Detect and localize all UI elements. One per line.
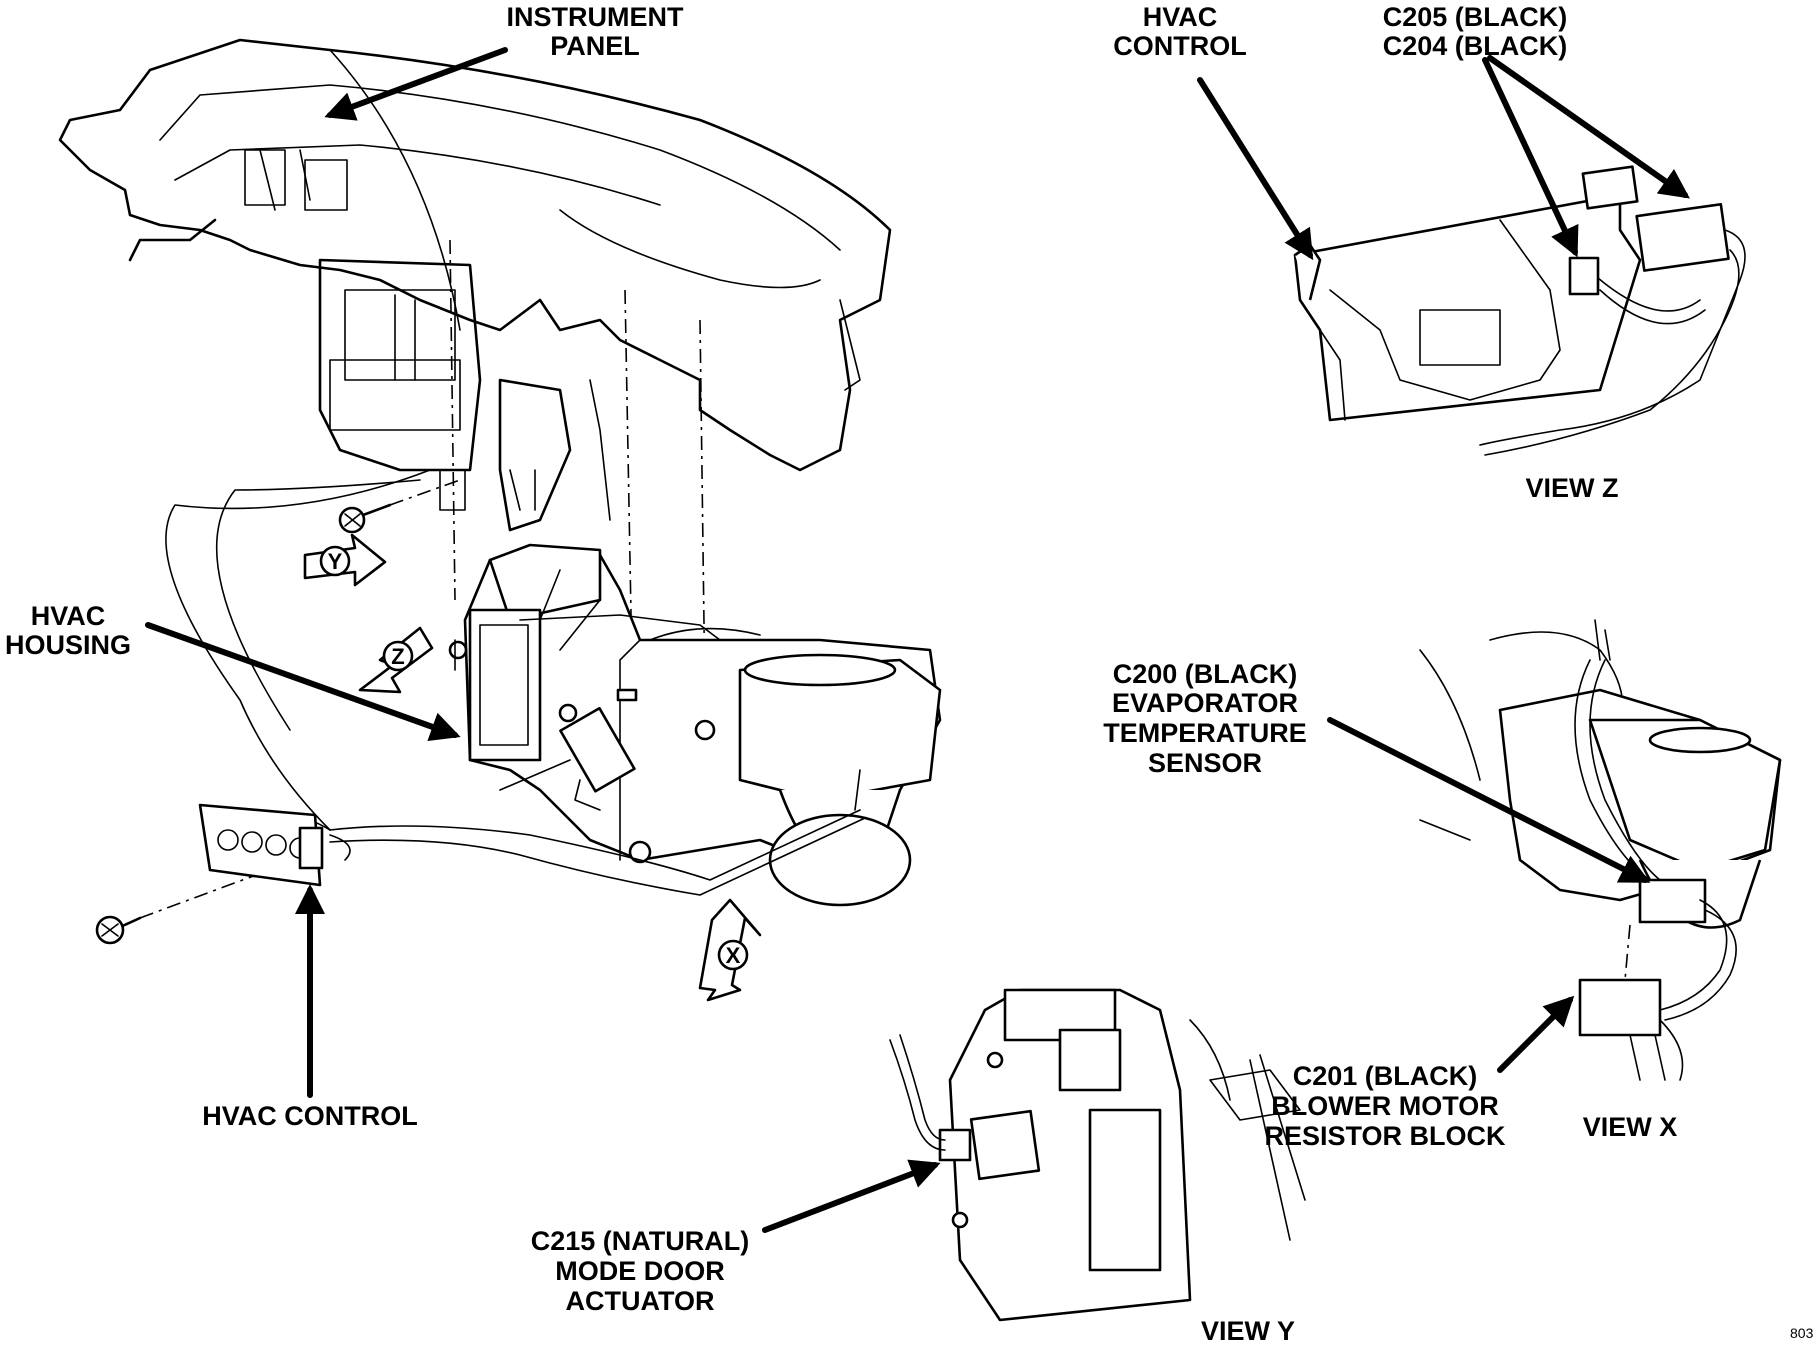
view-arrow-y: Y [303, 533, 387, 587]
view-arrow-z-letter: Z [391, 644, 404, 669]
label-c215: C215 (NATURAL) MODE DOOR ACTUATOR [531, 1226, 750, 1316]
c200-line-2: EVAPORATOR [1112, 688, 1298, 718]
label-c205-c204: C205 (BLACK) C204 (BLACK) [1383, 2, 1568, 61]
hvac-housing-line-1: HVAC [31, 601, 106, 631]
label-instrument-panel: INSTRUMENT PANEL [507, 2, 684, 61]
c204-line: C204 (BLACK) [1383, 31, 1568, 61]
instrument-panel-line-1: INSTRUMENT [507, 2, 684, 32]
hvac-control-bottom-text: HVAC CONTROL [202, 1101, 418, 1131]
view-arrow-x-letter: X [726, 943, 741, 968]
label-c201: C201 (BLACK) BLOWER MOTOR RESISTOR BLOCK [1264, 1061, 1506, 1151]
view-z-title: VIEW Z [1526, 473, 1619, 503]
hvac-control-top-line-2: CONTROL [1113, 31, 1246, 61]
view-arrow-z: Z [358, 626, 434, 694]
c201-line-1: C201 (BLACK) [1293, 1061, 1478, 1091]
c200-line-3: TEMPERATURE [1103, 718, 1307, 748]
c215-line-2: MODE DOOR [555, 1256, 725, 1286]
c201-line-3: RESISTOR BLOCK [1264, 1121, 1506, 1151]
view-arrow-y-letter: Y [328, 549, 343, 574]
label-c200: C200 (BLACK) EVAPORATOR TEMPERATURE SENS… [1103, 659, 1307, 778]
figure-code: 803 [1790, 1325, 1814, 1341]
instrument-panel-line-2: PANEL [550, 31, 640, 61]
c201-line-2: BLOWER MOTOR [1271, 1091, 1498, 1121]
view-y-drawing [889, 988, 1306, 1322]
view-y-title: VIEW Y [1201, 1316, 1295, 1346]
label-hvac-control-bottom: HVAC CONTROL [202, 1101, 418, 1131]
c205-line: C205 (BLACK) [1383, 2, 1568, 32]
hvac-control-unit [198, 803, 351, 887]
screw-lower [95, 915, 142, 945]
instrument-panel-drawing [58, 38, 892, 532]
screw-upper [338, 503, 392, 534]
label-hvac-control-top: HVAC CONTROL [1113, 2, 1246, 61]
hvac-control-top-line-1: HVAC [1143, 2, 1218, 32]
c215-line-3: ACTUATOR [566, 1286, 715, 1316]
c200-line-1: C200 (BLACK) [1113, 659, 1298, 689]
hvac-housing-line-2: HOUSING [5, 630, 131, 660]
view-x-drawing [1419, 619, 1782, 1081]
c215-line-1: C215 (NATURAL) [531, 1226, 750, 1256]
label-hvac-housing: HVAC HOUSING [5, 601, 131, 660]
view-z-drawing [1293, 165, 1746, 456]
view-x-title: VIEW X [1583, 1112, 1678, 1142]
hvac-housing-drawing [448, 543, 942, 907]
leader-arrows [145, 47, 1690, 1233]
alignment-lines [139, 239, 706, 919]
view-arrow-x: X [698, 898, 762, 1002]
c200-line-4: SENSOR [1148, 748, 1262, 778]
